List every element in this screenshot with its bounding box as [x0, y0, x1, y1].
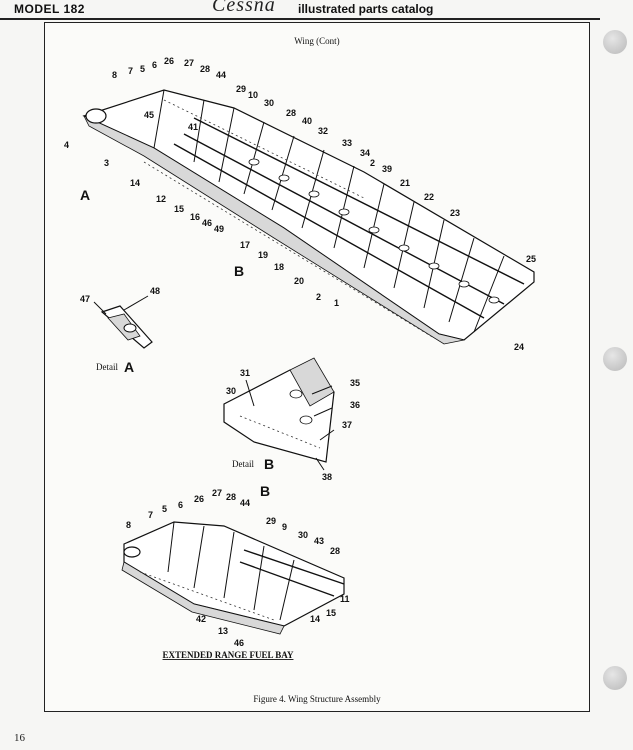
callout: 27 [184, 58, 194, 68]
callout: 12 [156, 194, 166, 204]
callout: 45 [144, 110, 154, 120]
callout: 2 [370, 158, 375, 168]
detail-b-label: Detail [232, 459, 254, 469]
callout: 38 [322, 472, 332, 482]
wing-structure-drawing: Wing (Cont) [64, 36, 536, 704]
callout: 9 [282, 522, 287, 532]
figure-caption: Figure 4. Wing Structure Assembly [253, 694, 381, 704]
callout: 28 [200, 64, 210, 74]
fuel-bay-title: EXTENDED RANGE FUEL BAY [163, 650, 294, 660]
section-title: Wing (Cont) [294, 36, 339, 46]
callout: B [234, 263, 244, 279]
callout: 32 [318, 126, 328, 136]
brand-logo: Cessna [212, 0, 276, 16]
callout: 28 [286, 108, 296, 118]
callout: 5 [140, 64, 145, 74]
callout: 30 [264, 98, 274, 108]
callout: 7 [128, 66, 133, 76]
callout: 22 [424, 192, 434, 202]
page-number: 16 [14, 732, 25, 744]
callout: 43 [314, 536, 324, 546]
callout: 44 [240, 498, 250, 508]
callout: A [80, 187, 90, 203]
binder-hole [603, 666, 627, 690]
model-label: MODEL 182 [14, 2, 85, 16]
callout: 15 [174, 204, 184, 214]
callout: 2 [316, 292, 321, 302]
callout: 29 [236, 84, 246, 94]
callout: 28 [330, 546, 340, 556]
callout: 28 [226, 492, 236, 502]
callout: 17 [240, 240, 250, 250]
page-header: MODEL 182 Cessna illustrated parts catal… [0, 0, 633, 20]
callout: 6 [178, 500, 183, 510]
callout: 39 [382, 164, 392, 174]
callout: 8 [126, 520, 131, 530]
callout: 41 [188, 122, 198, 132]
callout: 4 [64, 140, 69, 150]
callout: 15 [326, 608, 336, 618]
callout: 46 [202, 218, 212, 228]
callout: 47 [80, 294, 90, 304]
callout: 14 [310, 614, 320, 624]
callout: 29 [266, 516, 276, 526]
callout: 23 [450, 208, 460, 218]
callout: 10 [248, 90, 258, 100]
callout: 11 [340, 594, 350, 604]
callout: 25 [526, 254, 536, 264]
callout: 30 [226, 386, 236, 396]
callout: 13 [218, 626, 228, 636]
callout: 20 [294, 276, 304, 286]
callout: 16 [190, 212, 200, 222]
callout: 37 [342, 420, 352, 430]
callout: 46 [234, 638, 244, 648]
callout: 31 [240, 368, 250, 378]
callout: 21 [400, 178, 410, 188]
callout: 26 [164, 56, 174, 66]
catalog-title: illustrated parts catalog [298, 2, 434, 16]
detail-b-letter: B [264, 456, 274, 472]
callout: 7 [148, 510, 153, 520]
callout: 5 [162, 504, 167, 514]
binder-hole [603, 30, 627, 54]
callout: 30 [298, 530, 308, 540]
callout: 18 [274, 262, 284, 272]
fuel-bay-drawing: 27 26 6 5 7 8 28 44 B 29 9 30 43 28 11 1… [121, 483, 350, 648]
callout: 6 [152, 60, 157, 70]
callout: 48 [150, 286, 160, 296]
callout: 1 [334, 298, 339, 308]
callout: 42 [196, 614, 206, 624]
header-rule [0, 18, 600, 20]
callout: 27 [212, 488, 222, 498]
detail-a-label: Detail [96, 362, 118, 372]
detail-a-drawing: 47 48 Detail A [80, 286, 160, 375]
detail-b-drawing: 31 30 35 36 37 38 Detail B [223, 357, 360, 482]
callout: 14 [130, 178, 140, 188]
callout: 36 [350, 400, 360, 410]
callout: 26 [194, 494, 204, 504]
callout: 35 [350, 378, 360, 388]
callout: 8 [112, 70, 117, 80]
callout: B [260, 483, 270, 499]
callout: 34 [360, 148, 370, 158]
binder-hole [603, 347, 627, 371]
callout: 40 [302, 116, 312, 126]
detail-a-letter: A [124, 359, 134, 375]
callout: 3 [104, 158, 109, 168]
main-wing [82, 89, 535, 345]
callout: 33 [342, 138, 352, 148]
callout: 19 [258, 250, 268, 260]
main-callouts: 8 7 5 6 26 27 28 44 29 10 30 28 40 32 33… [64, 56, 536, 352]
callout: 44 [216, 70, 226, 80]
callout: 49 [214, 224, 224, 234]
callout: 24 [514, 342, 524, 352]
